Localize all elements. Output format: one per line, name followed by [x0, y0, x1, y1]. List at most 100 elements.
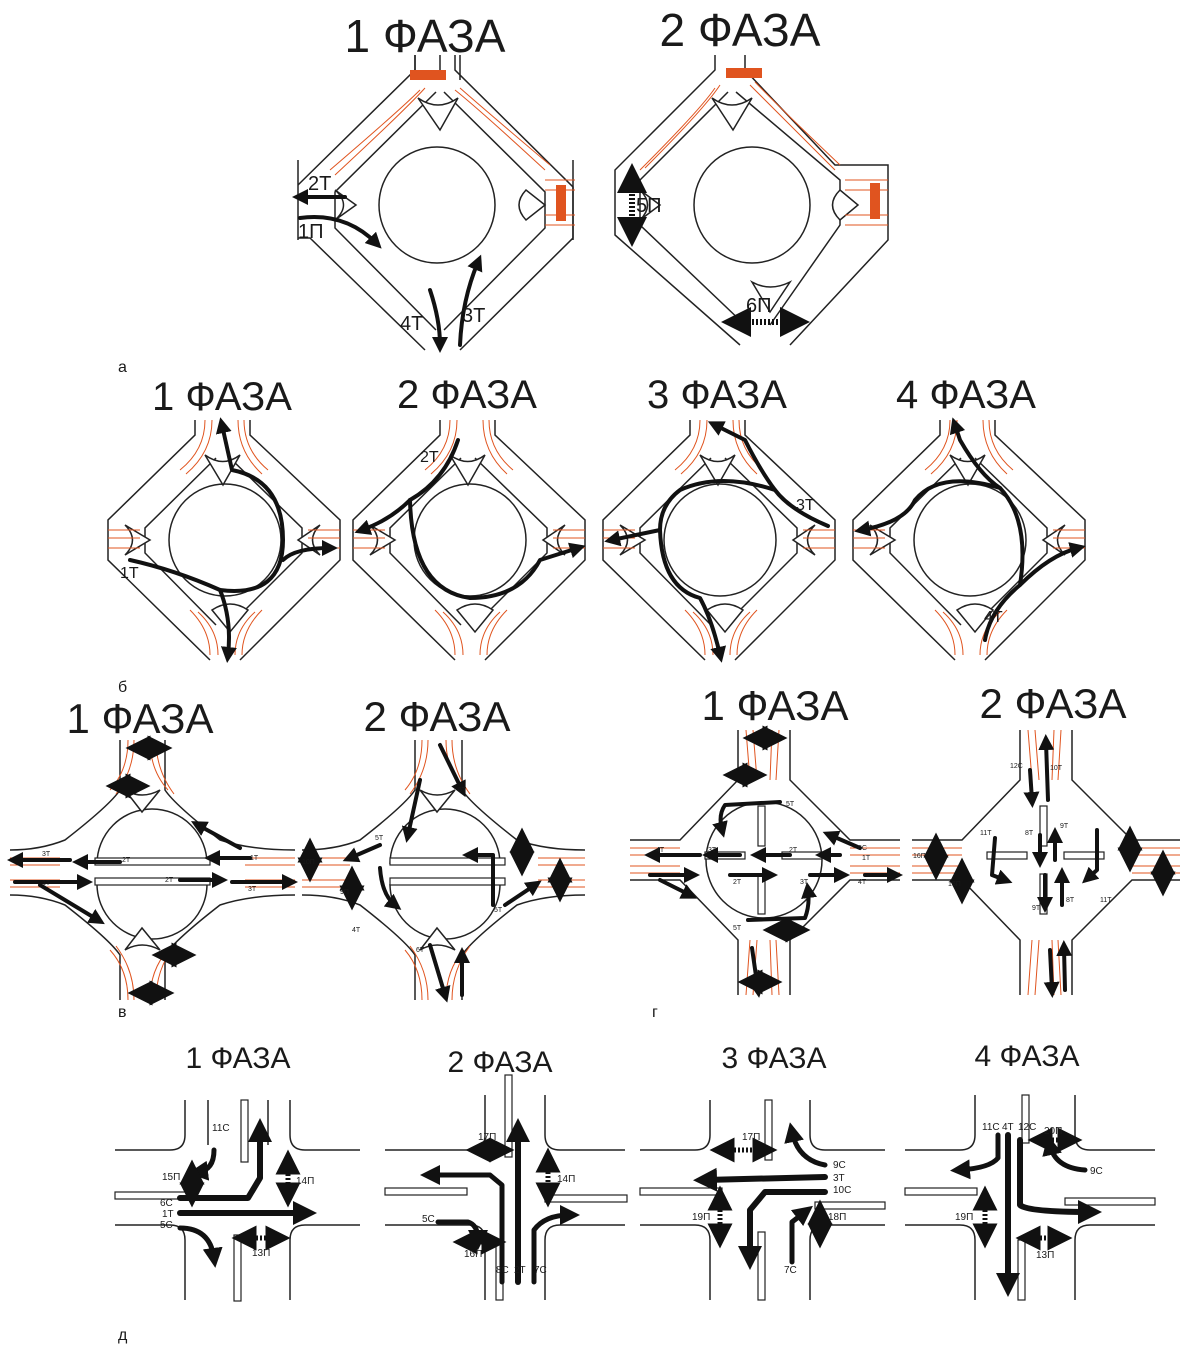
section-d-p3-label-17p: 17П	[742, 1132, 760, 1143]
section-b-p4-move-4t-north	[949, 417, 1025, 642]
section-g-p1-label-5t-bottom: 5Т	[733, 925, 742, 932]
section-d-p1-label-5c: 5С	[160, 1220, 173, 1231]
section-d-p4-move-12c	[1017, 1137, 1102, 1224]
section-d-p2-label-17p: 17П	[478, 1132, 496, 1143]
section-a-p1-move-4t	[428, 288, 448, 353]
section-b-phase-2-roundabout: 2Т	[352, 419, 586, 661]
section-b-p3-move-3t-west	[604, 479, 830, 547]
section-v-p1-label-1t-right: 1Т	[250, 855, 259, 862]
section-b-p3-label-3t: 3Т	[796, 497, 815, 514]
section-d-phase-4-title: 4 ФАЗА	[975, 1040, 1080, 1073]
section-g-p2-label-8t-top: 8Т	[1025, 830, 1034, 837]
section-g-p1-move-6c-left	[658, 878, 698, 899]
section-b-p1-move-1t-north	[128, 417, 285, 593]
section-d-p4-label-11c: 11С	[982, 1122, 1000, 1133]
section-v-p1-label-3t-right: 3Т	[248, 886, 257, 893]
section-v-phase-2-title: 2 ФАЗА	[364, 693, 511, 740]
section-v-p1-label-1t-left: 1Т	[42, 880, 51, 887]
section-v-p2-label-5t-bottom: 5Т	[494, 907, 503, 914]
section-d-phase-1-title: 1 ФАЗА	[186, 1042, 291, 1075]
section-a-p2-label-5p: 5П	[636, 195, 662, 217]
section-g-phase-2-intersection: 12С 10Т 11Т 8Т 9Т 16П 15П 9Т 8Т 11Т	[912, 729, 1180, 998]
section-d-p2-move-7c	[531, 1205, 580, 1285]
section-d-p4-label-20p: 20П	[1044, 1126, 1062, 1137]
section-b: 1 ФАЗА 2 ФАЗА 3 ФАЗА 4 ФАЗА 1Т	[107, 373, 1086, 696]
section-v-p1-move-1t-up	[190, 821, 242, 850]
section-v-p1-label-2t-top: 2Т	[122, 857, 131, 864]
section-b-p4-label-4t: 4Т	[984, 609, 1003, 626]
section-d-p4-label-9c: 9С	[1090, 1166, 1103, 1177]
section-g-phase-1-intersection: 5Т 4Т 3Т 2Т 6С 1Т 2Т 3Т 4Т 5Т	[630, 725, 903, 998]
section-g-p2-move-11t-right	[1082, 828, 1100, 884]
section-d-p1-move-5c	[177, 1225, 223, 1268]
section-b-phase-3-title: 3 ФАЗА	[647, 373, 787, 417]
section-d-p1-move-6c	[177, 1118, 272, 1201]
section-d-p3-move-7c	[789, 1205, 813, 1265]
section-d-p3-move-3t	[693, 1167, 828, 1192]
section-g-p2-move-up	[1056, 940, 1073, 992]
section-d-p3-label-3t: 3Т	[833, 1173, 845, 1184]
section-b-p3-move-3t-south	[658, 528, 727, 663]
section-v-p2-label-4t: 4Т	[352, 927, 361, 934]
section-b-phase-4-title: 4 ФАЗА	[896, 373, 1036, 417]
section-v-p2-label-9p: 9П	[340, 889, 349, 896]
section-g-p2-move-down	[1043, 948, 1060, 998]
section-d-p3-move-9c	[784, 1122, 828, 1168]
section-d-p4-label-13p: 13П	[1036, 1250, 1054, 1261]
section-b-p4-move-4t-west	[854, 479, 1002, 537]
section-d-p3-label-18p: 18П	[828, 1212, 846, 1223]
section-g-p1-label-6c: 6С	[858, 845, 867, 852]
section-v-p2-label-10p: 10П	[302, 859, 315, 866]
section-g-p2-label-9t-bottom: 9Т	[1032, 905, 1041, 912]
section-a-p1-move-1p	[298, 215, 382, 249]
section-v-p2-move-hook	[378, 866, 402, 910]
section-b-phase-1-title: 1 ФАЗА	[152, 375, 292, 419]
section-g-p2-label-8t-bottom: 8Т	[1066, 897, 1075, 904]
section-v-p2-label-5t-top: 5Т	[375, 835, 384, 842]
section-b-p1-move-1t-south	[218, 588, 237, 663]
section-v-p2-label-6t-top: 6Т	[458, 787, 467, 794]
section-v: 1 ФАЗА 2 ФАЗА 3Т 2Т 1Т	[7, 693, 586, 1021]
section-g-p2-label-10t: 10Т	[1050, 765, 1063, 772]
section-b-phase-3-roundabout: 3Т	[602, 419, 836, 663]
section-g-p2-label-16p: 16П	[913, 853, 926, 860]
section-d-letter: д	[118, 1327, 128, 1344]
section-v-phase-1-title: 1 ФАЗА	[67, 695, 214, 742]
section-a-p1-label-1p: 1П	[298, 221, 324, 243]
section-g-p2-move-11t-left	[990, 836, 1013, 885]
section-d-p1-label-14p: 14П	[296, 1176, 314, 1187]
section-g-p2-label-9t-top: 9Т	[1060, 823, 1069, 830]
section-g-p1-label-1t: 1Т	[862, 855, 871, 862]
section-v-p2-label-6t-bottom: 6Т	[416, 947, 425, 954]
section-g-phase-2-title: 2 ФАЗА	[980, 680, 1127, 727]
section-b-p1-move-1t-east	[281, 540, 338, 562]
section-d-p2-label-7c: 7С	[534, 1265, 547, 1276]
section-a-phase-2-roundabout: 5П 6П	[614, 55, 889, 346]
section-d-phase-1-intersection: 11С 15П 14П 6С 1Т 5С 13П	[114, 1099, 360, 1302]
section-d-p4-move-9c	[1042, 1135, 1088, 1173]
section-a-p1-move-3t	[458, 254, 483, 347]
section-b-p2-label-2t: 2Т	[420, 449, 439, 466]
section-d-phase-2-intersection: 17П 14П 5С 16П 8С 2Т 7С	[384, 1074, 628, 1301]
section-v-p2-move-5t-exit	[503, 880, 542, 907]
section-a-p2-label-6p: 6П	[746, 295, 772, 317]
section-a-p2-east-crosswalk	[870, 183, 880, 219]
section-b-p3-move-3t-north	[707, 421, 777, 492]
section-d-p4-move-11c	[950, 1132, 1001, 1180]
section-b-p2-move-2t-east	[408, 498, 586, 600]
section-d-p1-move-11c	[188, 1147, 217, 1181]
section-v-phase-2-intersection: 5Т 10П 9П 4Т 5Т 6Т 6Т	[297, 739, 586, 1003]
section-d-p1-label-11c: 11С	[212, 1123, 230, 1134]
section-a-p1-label-4t: 4Т	[400, 313, 423, 335]
section-v-p2-move-5t-left	[342, 843, 382, 863]
section-v-p2-move-6t-top	[438, 743, 466, 798]
section-g-p1-label-3t-right: 3Т	[800, 879, 809, 886]
section-d-p3-label-10c: 10С	[833, 1185, 851, 1196]
section-v-p2-move-5t-right	[462, 847, 495, 907]
section-d-p1-label-6c: 6С	[160, 1198, 173, 1209]
section-d-p2-label-8c: 8С	[496, 1265, 509, 1276]
section-g-letter: г	[652, 1004, 658, 1021]
section-g-p2-label-11t-left: 11Т	[980, 830, 992, 837]
section-a-phase-1-roundabout: 2Т 1П 4Т 3Т	[292, 55, 575, 353]
